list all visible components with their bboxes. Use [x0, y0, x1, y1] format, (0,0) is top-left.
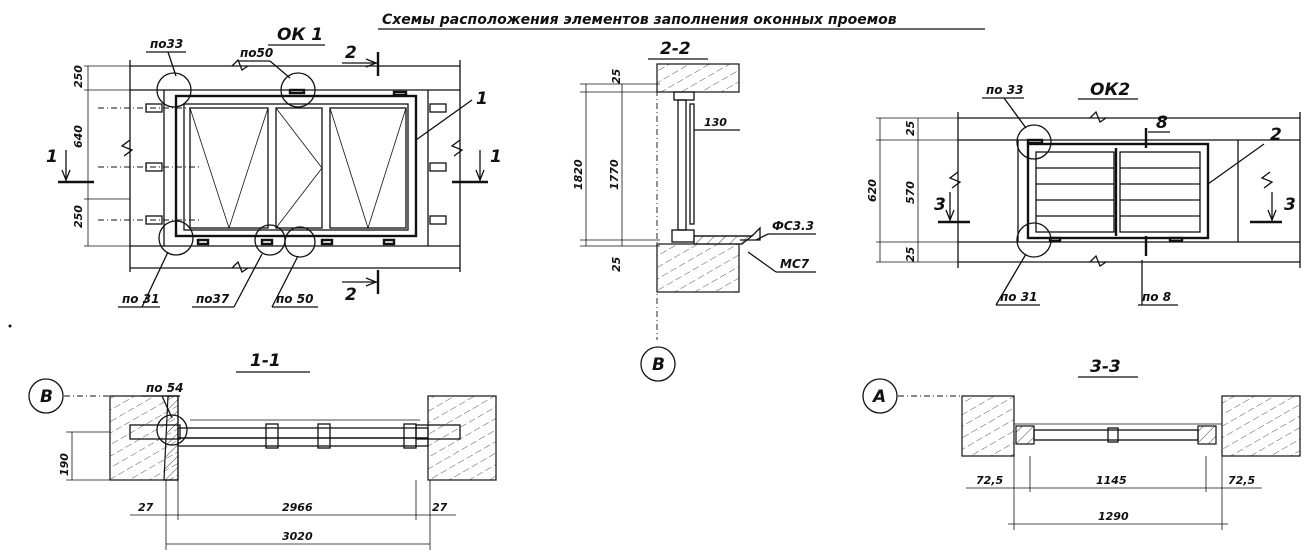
svg-text:2: 2	[345, 43, 357, 63]
svg-text:8: 8	[1156, 113, 1168, 133]
svg-text:по 31: по 31	[1000, 290, 1037, 304]
svg-text:27: 27	[138, 501, 154, 514]
svg-text:190: 190	[58, 453, 71, 476]
svg-text:3: 3	[1284, 195, 1296, 215]
ok2-title: ОК2	[1090, 80, 1130, 100]
svg-text:1770: 1770	[608, 159, 621, 190]
section-2-2-title: 2-2	[660, 39, 691, 59]
section-1-1: 1-1 В по 54 190 27 2966 27 3020	[28, 351, 497, 550]
svg-text:2966: 2966	[282, 501, 313, 514]
section-1-1-title: 1-1	[250, 351, 281, 371]
svg-text:по 8: по 8	[1142, 290, 1171, 304]
svg-text:по50: по50	[240, 46, 273, 60]
svg-text:1820: 1820	[572, 159, 585, 190]
svg-text:130: 130	[704, 116, 727, 129]
svg-text:25: 25	[610, 256, 623, 272]
svg-text:25: 25	[904, 120, 917, 136]
section-2-2: 2-2 25 1820 1770 25 130 ФС3.3 МС7 В	[572, 39, 816, 382]
svg-text:по 50: по 50	[276, 292, 313, 306]
svg-text:В: В	[652, 355, 665, 375]
svg-text:3: 3	[934, 195, 946, 215]
section-3-3-title: 3-3	[1090, 357, 1121, 377]
svg-text:по33: по33	[150, 37, 183, 51]
svg-text:250: 250	[72, 65, 85, 88]
svg-text:25: 25	[904, 246, 917, 262]
axis-marker-a	[862, 378, 898, 414]
svg-text:72,5: 72,5	[976, 474, 1003, 487]
svg-text:ФС3.3: ФС3.3	[772, 219, 814, 233]
svg-text:по 33: по 33	[986, 83, 1023, 97]
ok1-title: ОК 1	[277, 25, 323, 45]
svg-text:2: 2	[1270, 125, 1282, 145]
svg-text:25: 25	[610, 68, 623, 84]
svg-text:по37: по37	[196, 292, 230, 306]
svg-text:3020: 3020	[282, 530, 313, 543]
svg-text:Схемы расположения элементов з: Схемы расположения элементов заполнения …	[382, 12, 897, 28]
svg-text:72,5: 72,5	[1228, 474, 1255, 487]
svg-text:570: 570	[904, 181, 917, 204]
section-3-3: 3-3 А 72,5 1145 72,5 1290	[862, 357, 1301, 530]
main-title: Схемы расположения элементов заполнения …	[378, 12, 985, 30]
svg-text:В: В	[40, 387, 53, 407]
svg-text:1290: 1290	[1098, 510, 1129, 523]
svg-text:620: 620	[866, 179, 879, 202]
svg-text:1145: 1145	[1096, 474, 1127, 487]
svg-text:640: 640	[72, 125, 85, 148]
ok2-scheme: ОК2	[866, 80, 1301, 306]
svg-text:А: А	[871, 387, 886, 407]
axis-marker-v2	[28, 378, 64, 414]
svg-text:250: 250	[72, 205, 85, 228]
svg-text:по 31: по 31	[122, 292, 159, 306]
axis-marker-v	[640, 346, 676, 382]
svg-text:по 54: по 54	[146, 381, 183, 395]
ok1-scheme: ОК 1	[46, 25, 502, 308]
svg-text:27: 27	[432, 501, 448, 514]
svg-text:1: 1	[490, 147, 502, 167]
svg-text:2: 2	[345, 285, 357, 305]
svg-text:МС7: МС7	[780, 257, 810, 271]
svg-text:1: 1	[476, 89, 488, 109]
svg-text:1: 1	[46, 147, 58, 167]
